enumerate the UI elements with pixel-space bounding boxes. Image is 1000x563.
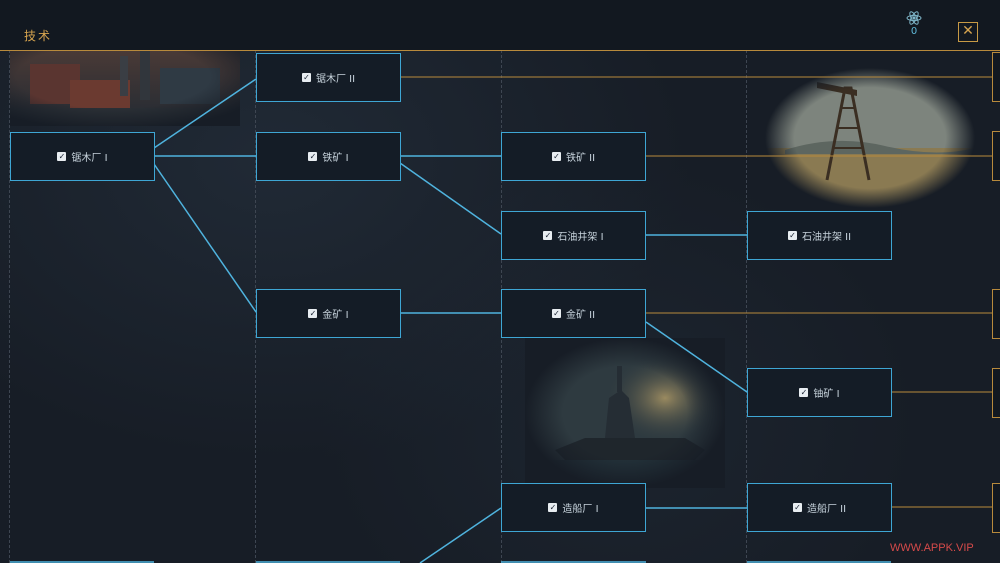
tech-node-label: 造船厂 I xyxy=(562,504,599,515)
side-tab[interactable] xyxy=(992,52,1000,102)
checkbox-checked-icon: ✓ xyxy=(548,503,558,512)
tech-node-label: 锯木厂 II xyxy=(315,74,356,85)
column-divider xyxy=(9,50,10,563)
tech-node-iron-mine-1[interactable]: ✓ 铁矿 I xyxy=(256,132,401,181)
research-points-count: 0 xyxy=(910,26,918,37)
checkbox-checked-icon: ✓ xyxy=(792,503,802,512)
tech-node-label: 石油井架 II xyxy=(801,232,852,243)
side-tab[interactable] xyxy=(992,368,1000,418)
oil-derrick-artwork xyxy=(765,68,975,208)
side-tab[interactable] xyxy=(992,131,1000,181)
tech-node-label: 金矿 I xyxy=(322,310,349,321)
tech-node-gold-mine-2[interactable]: ✓ 金矿 II xyxy=(501,289,646,338)
checkbox-checked-icon: ✓ xyxy=(787,231,797,240)
link-to-ship1 xyxy=(419,507,502,563)
tech-node-label: 石油井架 I xyxy=(557,232,604,243)
checkbox-checked-icon: ✓ xyxy=(57,152,67,161)
tech-node-oil-derrick-2[interactable]: ✓ 石油井架 II xyxy=(747,211,892,260)
page-title: 技术 xyxy=(24,29,53,43)
tech-node-label: 锯木厂 I xyxy=(71,153,108,164)
checkbox-checked-icon: ✓ xyxy=(308,309,318,318)
battleship-artwork xyxy=(525,338,725,488)
link-wood1-gold1 xyxy=(153,163,257,313)
tech-node-iron-mine-2[interactable]: ✓ 铁矿 II xyxy=(501,132,646,181)
tech-node-label: 铁矿 II xyxy=(565,153,596,164)
watermark: WWW.APPK.VIP xyxy=(890,542,974,554)
tech-node-sawmill-1[interactable]: ✓ 锯木厂 I xyxy=(10,132,155,181)
checkbox-checked-icon: ✓ xyxy=(551,309,561,318)
close-button[interactable]: ✕ xyxy=(958,22,978,42)
tech-node-label: 金矿 II xyxy=(565,310,596,321)
factory-artwork xyxy=(10,50,240,126)
column-divider xyxy=(255,50,256,563)
side-tab[interactable] xyxy=(992,483,1000,533)
top-bar: 技术 0 ✕ xyxy=(0,0,1000,51)
link-wood1-wood2 xyxy=(153,78,257,149)
tech-node-label: 铀矿 I xyxy=(813,389,840,400)
tech-node-oil-derrick-1[interactable]: ✓ 石油井架 I xyxy=(501,211,646,260)
checkbox-checked-icon: ✓ xyxy=(551,152,561,161)
checkbox-checked-icon: ✓ xyxy=(308,152,318,161)
link-gold2-uran1 xyxy=(645,321,748,393)
tech-node-shipyard-2[interactable]: ✓ 造船厂 II xyxy=(747,483,892,532)
tech-node-uranium-mine-1[interactable]: ✓ 铀矿 I xyxy=(747,368,892,417)
checkbox-checked-icon: ✓ xyxy=(799,388,809,397)
checkbox-checked-icon: ✓ xyxy=(543,231,553,240)
atom-icon xyxy=(906,11,922,25)
column-divider xyxy=(746,50,747,563)
tech-node-label: 造船厂 II xyxy=(806,504,847,515)
research-points: 0 xyxy=(900,10,928,44)
checkbox-checked-icon: ✓ xyxy=(301,73,311,82)
link-iron1-oil1 xyxy=(399,162,502,235)
close-icon: ✕ xyxy=(962,23,974,39)
tech-node-shipyard-1[interactable]: ✓ 造船厂 I xyxy=(501,483,646,532)
tech-node-sawmill-2[interactable]: ✓ 锯木厂 II xyxy=(256,53,401,102)
side-tab[interactable] xyxy=(992,289,1000,339)
tech-node-label: 铁矿 I xyxy=(322,153,349,164)
tech-node-gold-mine-1[interactable]: ✓ 金矿 I xyxy=(256,289,401,338)
